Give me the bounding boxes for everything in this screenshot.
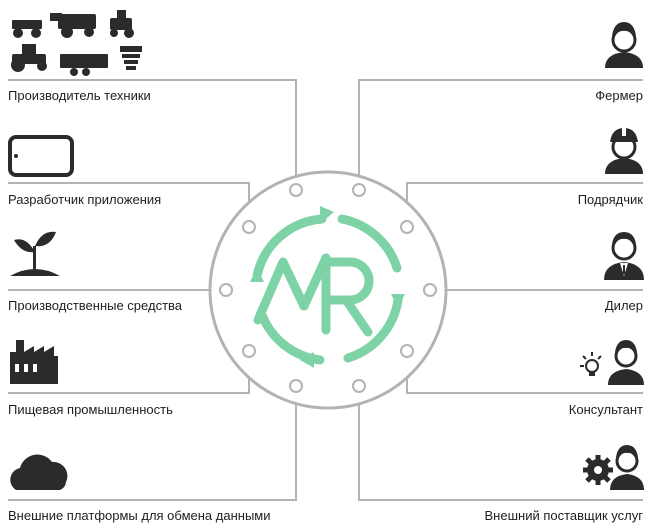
tablet-icon xyxy=(8,135,74,177)
label-farmer: Фермер xyxy=(595,88,643,103)
connector-lines xyxy=(8,79,643,501)
label-food-industry: Пищевая промышленность xyxy=(8,402,173,417)
label-machinery-manufacturer: Производитель техники xyxy=(8,88,151,103)
label-production-inputs: Производственные средства xyxy=(8,298,183,313)
label-dealer: Дилер xyxy=(604,298,643,313)
label-contractor: Подрядчик xyxy=(577,192,643,207)
hub-node xyxy=(289,183,303,197)
hub-node xyxy=(423,283,437,297)
label-app-developer: Разработчик приложения xyxy=(8,192,162,207)
farmer-icon xyxy=(605,22,643,68)
label-consultant: Консультант xyxy=(568,402,643,417)
dealer-suit-icon xyxy=(604,232,644,280)
hub-node xyxy=(352,183,366,197)
label-external-service-provider: Внешний поставщик услуг xyxy=(484,508,643,523)
logo-arrowheads xyxy=(250,206,405,368)
connector-line xyxy=(8,386,297,501)
hub-node xyxy=(289,379,303,393)
cloud-icon xyxy=(10,454,68,490)
consultant-lightbulb-icon xyxy=(580,340,644,385)
sprout-icon xyxy=(10,231,60,276)
hub-node xyxy=(400,344,414,358)
service-provider-gear-icon xyxy=(583,445,644,490)
hub-node xyxy=(352,379,366,393)
factory-icon xyxy=(10,340,58,384)
hub-nodes xyxy=(219,183,437,393)
connector-line xyxy=(358,386,643,501)
connector-line xyxy=(406,351,643,394)
contractor-helmet-icon xyxy=(605,128,643,174)
hub-node xyxy=(242,344,256,358)
hub-node xyxy=(242,220,256,234)
hub-node xyxy=(219,283,233,297)
label-external-platforms: Внешние платформы для обмена данными xyxy=(8,508,271,523)
connector-line xyxy=(358,79,643,190)
hub-node xyxy=(400,220,414,234)
farm-machinery-icon xyxy=(11,10,142,76)
connector-line xyxy=(8,79,297,190)
